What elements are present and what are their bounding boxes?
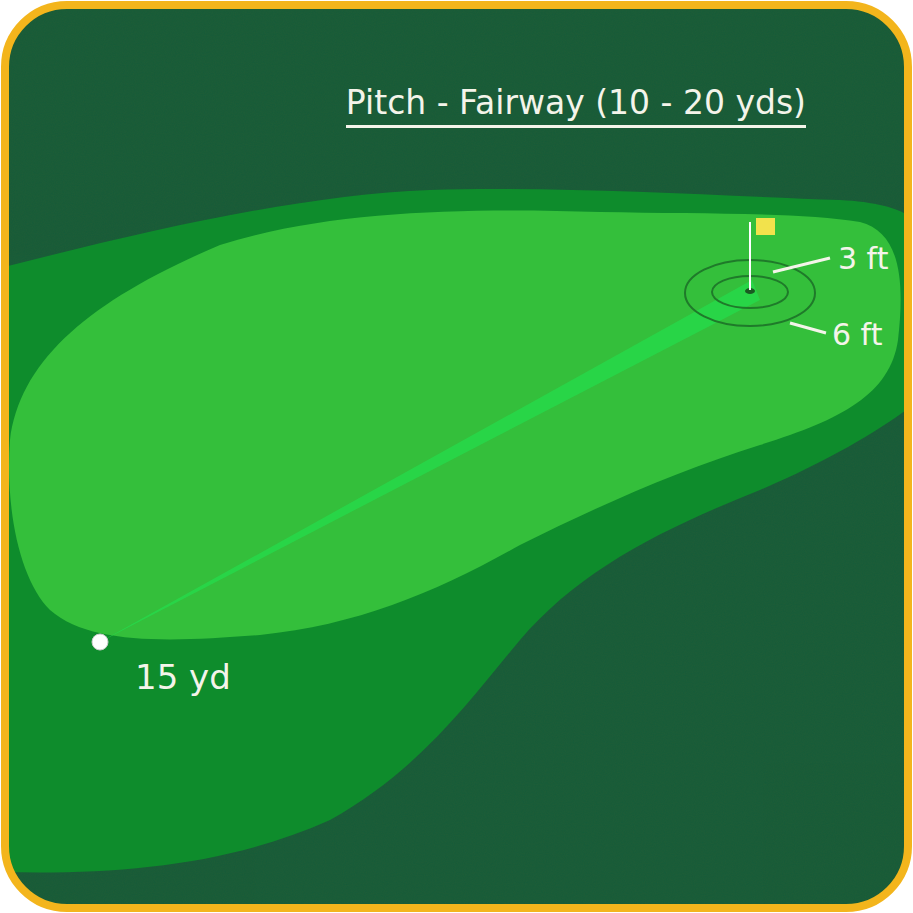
golf-ball	[92, 634, 108, 650]
putting-green	[9, 211, 901, 640]
rough-ground	[4, 4, 909, 909]
ball-path	[98, 280, 760, 643]
leader-line	[773, 258, 830, 272]
distance-label: 15 yd	[135, 659, 231, 696]
flag-pole	[749, 222, 751, 290]
diagram-title: Pitch - Fairway (10 - 20 yds)	[346, 85, 806, 128]
distance-label: 3 ft	[838, 242, 888, 275]
grass-texture	[4, 4, 909, 909]
distance-label: 6 ft	[832, 318, 882, 351]
flag	[756, 218, 775, 235]
fairway-fringe	[4, 189, 909, 872]
leader-line	[790, 323, 826, 333]
frame-border	[5, 5, 908, 908]
